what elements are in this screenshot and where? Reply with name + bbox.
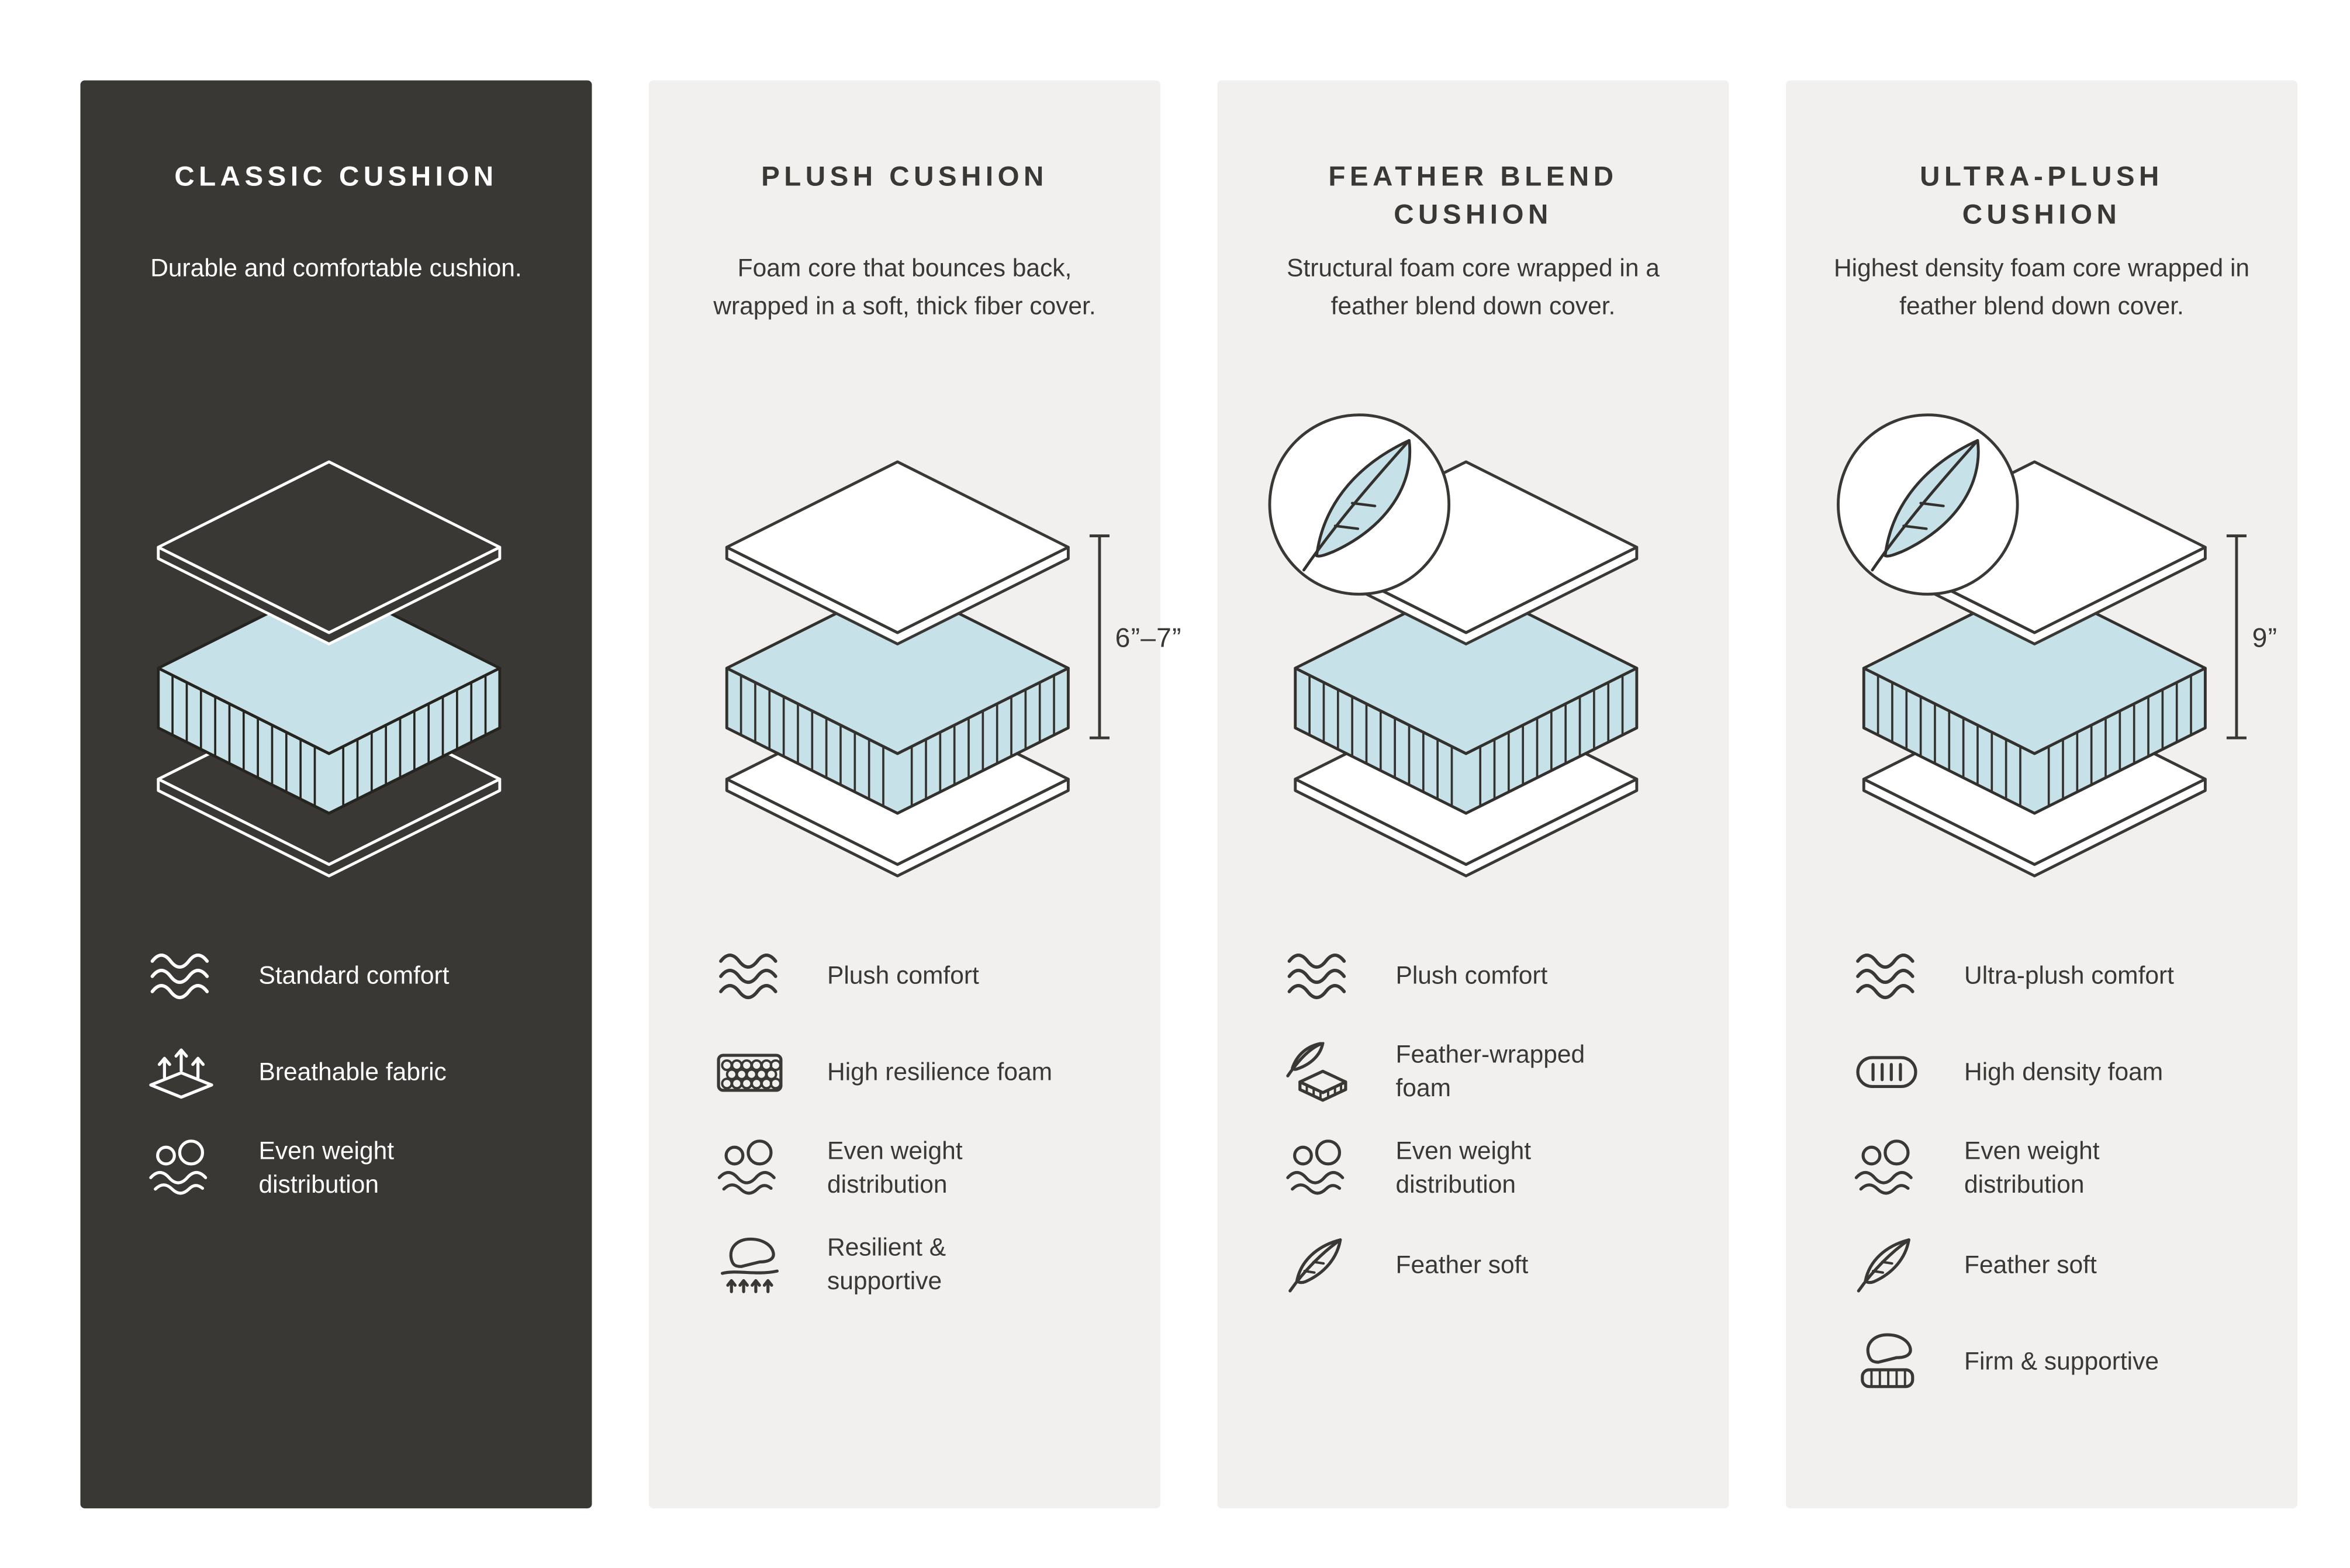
cushion-layers-diagram: 6”–7” bbox=[727, 461, 1181, 876]
foam-bubbles-icon bbox=[713, 1042, 786, 1104]
weight-distribution-icon bbox=[1282, 1139, 1355, 1200]
feature-row: Firm & supportive bbox=[1850, 1329, 2256, 1396]
feather-icon bbox=[1850, 1235, 1923, 1297]
card-description: Foam core that bounces back, wrapped in … bbox=[713, 254, 1096, 320]
feature-label: Even weight distribution bbox=[258, 1137, 395, 1199]
weight-distribution-icon bbox=[1850, 1139, 1923, 1200]
waves-icon bbox=[713, 946, 786, 1007]
height-measurement: 9” bbox=[2226, 534, 2278, 740]
feature-row: Even weight distribution bbox=[1282, 1136, 1688, 1203]
feature-list: Plush comfort High resilience foam Even … bbox=[690, 943, 1119, 1300]
feature-row: Even weight distribution bbox=[1850, 1136, 2256, 1203]
card-title: CLASSIC CUSHION bbox=[174, 162, 498, 194]
waves-icon bbox=[1282, 946, 1355, 1007]
cushion-comparison: CLASSIC CUSHION Durable and comfortable … bbox=[80, 80, 2297, 1508]
weight-distribution-icon bbox=[145, 1139, 218, 1200]
feature-row: Standard comfort bbox=[145, 943, 551, 1010]
firm-support-icon bbox=[1850, 1332, 1923, 1393]
feather-badge-icon bbox=[1269, 415, 1449, 595]
height-measurement-label: 6”–7” bbox=[1115, 622, 1182, 652]
feature-row: Feather soft bbox=[1282, 1232, 1688, 1300]
cushion-layers-diagram bbox=[1269, 415, 1637, 876]
feature-label: Even weight distribution bbox=[1395, 1137, 1532, 1199]
card-feather-blend-cushion: FEATHER BLEND CUSHION Structural foam co… bbox=[1217, 80, 1729, 1508]
feature-label: Feather soft bbox=[1395, 1250, 1529, 1279]
card-title: FEATHER BLEND CUSHION bbox=[1328, 162, 1618, 231]
feature-row: Even weight distribution bbox=[713, 1136, 1119, 1203]
card-description: Highest density foam core wrapped in fea… bbox=[1833, 254, 2250, 320]
feature-row: Feather soft bbox=[1850, 1232, 2256, 1300]
feature-label: Ultra-plush comfort bbox=[1964, 961, 2175, 989]
diagram-zone: 9” bbox=[1827, 408, 2277, 905]
waves-icon bbox=[145, 946, 218, 1007]
card-plush-cushion: PLUSH CUSHION Foam core that bounces bac… bbox=[649, 80, 1181, 1508]
feature-row: Even weight distribution bbox=[145, 1136, 551, 1203]
cushion-layers-icon bbox=[158, 461, 500, 876]
feather-icon bbox=[1282, 1235, 1355, 1297]
feature-label: Plush comfort bbox=[1395, 961, 1548, 989]
card-title: PLUSH CUSHION bbox=[761, 162, 1048, 194]
cushion-layers-diagram: 9” bbox=[1838, 415, 2277, 876]
feature-label: Breathable fabric bbox=[258, 1057, 447, 1086]
card-classic-cushion: CLASSIC CUSHION Durable and comfortable … bbox=[80, 80, 592, 1508]
feature-row: Plush comfort bbox=[1282, 943, 1688, 1010]
feature-label: Firm & supportive bbox=[1964, 1346, 2159, 1375]
feature-label: Feather soft bbox=[1964, 1250, 2097, 1279]
feature-row: Breathable fabric bbox=[145, 1039, 551, 1107]
feature-row: Ultra-plush comfort bbox=[1850, 943, 2256, 1010]
weight-distribution-icon bbox=[713, 1139, 786, 1200]
feature-list: Standard comfort Breathable fabric Even … bbox=[122, 943, 551, 1203]
feature-label: Feather-wrapped foam bbox=[1395, 1041, 1585, 1102]
diagram-zone bbox=[1259, 408, 1688, 905]
feature-list: Plush comfort Feather-wrapped foam Even … bbox=[1259, 943, 1688, 1300]
feature-label: High density foam bbox=[1964, 1057, 2164, 1086]
feather-wrapped-foam-icon bbox=[1282, 1042, 1355, 1104]
card-description: Structural foam core wrapped in a feathe… bbox=[1287, 254, 1660, 320]
waves-icon bbox=[1850, 946, 1923, 1007]
diagram-zone bbox=[122, 408, 551, 905]
height-measurement-label: 9” bbox=[2252, 622, 2278, 652]
height-measurement: 6”–7” bbox=[1089, 534, 1182, 740]
feature-label: High resilience foam bbox=[827, 1057, 1053, 1086]
feature-row: Feather-wrapped foam bbox=[1282, 1039, 1688, 1107]
feature-label: Resilient & supportive bbox=[827, 1234, 946, 1295]
feature-row: Plush comfort bbox=[713, 943, 1119, 1010]
feature-row: High resilience foam bbox=[713, 1039, 1119, 1107]
diagram-zone: 6”–7” bbox=[690, 408, 1181, 905]
cushion-layers-icon bbox=[727, 461, 1069, 876]
high-density-foam-icon bbox=[1850, 1042, 1923, 1104]
feature-label: Even weight distribution bbox=[1964, 1137, 2100, 1199]
feature-label: Standard comfort bbox=[258, 961, 450, 989]
breathable-icon bbox=[145, 1042, 218, 1104]
feature-label: Plush comfort bbox=[827, 961, 979, 989]
cushion-layers-diagram bbox=[158, 461, 500, 876]
feature-row: Resilient & supportive bbox=[713, 1232, 1119, 1300]
feature-list: Ultra-plush comfort High density foam Ev… bbox=[1827, 943, 2256, 1396]
hand-press-icon bbox=[713, 1235, 786, 1297]
card-ultra-plush-cushion: ULTRA-PLUSH CUSHION Highest density foam… bbox=[1786, 80, 2297, 1508]
feather-badge-icon bbox=[1838, 415, 2018, 595]
card-title: ULTRA-PLUSH CUSHION bbox=[1920, 162, 2164, 231]
feature-label: Even weight distribution bbox=[827, 1137, 963, 1199]
card-description: Durable and comfortable cushion. bbox=[150, 254, 522, 282]
feature-row: High density foam bbox=[1850, 1039, 2256, 1107]
